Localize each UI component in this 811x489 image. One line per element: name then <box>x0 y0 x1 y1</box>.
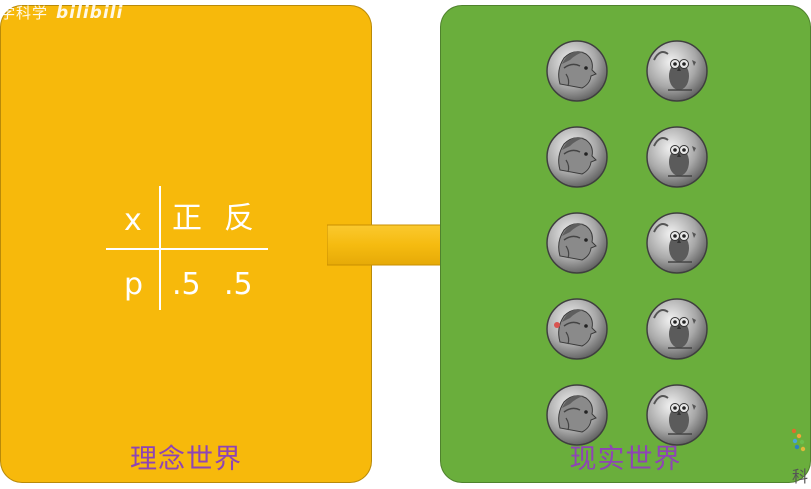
ideal-world-panel: x 正 反 p .5 .5 理念世界 <box>0 5 372 483</box>
watermark-text: 学科学 <box>0 4 49 22</box>
table-horizontal-divider <box>106 248 268 250</box>
table-value-heads: .5 <box>172 267 201 302</box>
athena-coin-icon <box>546 126 608 188</box>
watermark: 学科学 bilibili <box>0 2 123 23</box>
table-header-tails: 反 <box>224 201 254 236</box>
real-world-label: 现实世界 <box>569 444 682 475</box>
real-world-panel: 现实世界 <box>440 5 811 483</box>
athena-coin-icon <box>546 212 608 274</box>
bilibili-logo: bilibili <box>56 3 124 23</box>
ideal-world-label: 理念世界 <box>130 444 242 475</box>
table-label-p: p <box>124 267 144 302</box>
athena-coin-icon <box>546 40 608 102</box>
table-value-tails: .5 <box>224 267 253 302</box>
owl-coin-icon <box>646 126 708 188</box>
owl-coin-icon <box>646 40 708 102</box>
owl-coin-icon <box>646 212 708 274</box>
table-vertical-divider <box>159 186 161 310</box>
athena-coin-icon <box>546 384 608 446</box>
owl-coin-icon <box>646 384 708 446</box>
table-header-x: x <box>124 203 142 238</box>
corner-logo-text: 科 <box>792 467 808 486</box>
owl-coin-icon <box>646 298 708 360</box>
probability-table: x 正 反 p .5 .5 <box>106 186 268 310</box>
table-header-heads: 正 <box>172 201 202 236</box>
corner-logo-icon: 科 <box>791 428 808 486</box>
athena-coin-icon <box>546 298 608 360</box>
